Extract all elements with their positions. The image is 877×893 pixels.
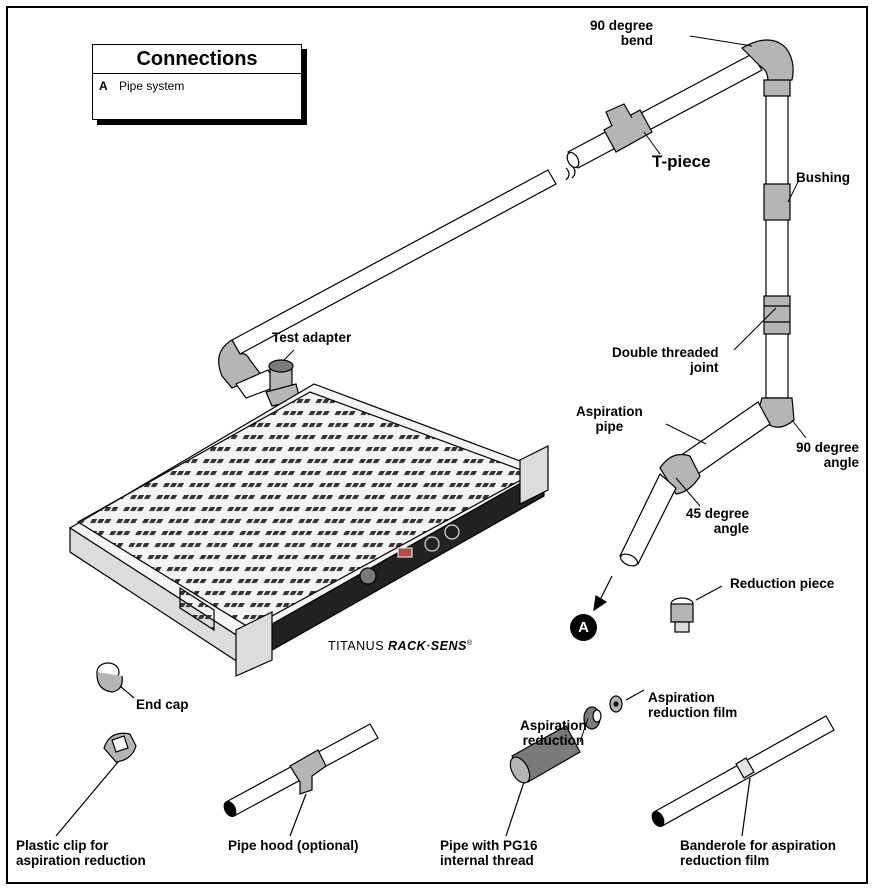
legend-box: Connections A Pipe system <box>92 44 302 120</box>
aspiration-reduction-film <box>609 689 645 713</box>
legend-title: Connections <box>93 45 301 74</box>
pipe-hood <box>289 749 327 795</box>
upper-pipe <box>567 53 763 169</box>
rack-ear-right <box>519 445 549 505</box>
plastic-clip <box>55 732 137 837</box>
label-plastic-clip: Plastic clip for aspiration reduction <box>16 838 146 868</box>
legend-key: A <box>99 79 108 93</box>
label-aspiration-reduction-film: Aspiration reduction film <box>648 690 738 720</box>
legend-label: Pipe system <box>119 79 185 93</box>
vertical-pipe <box>765 81 789 399</box>
test-adapter <box>265 359 301 407</box>
label-90-degree-angle: 90 degree angle <box>796 440 860 470</box>
brand-prefix: TITANUS <box>328 639 389 653</box>
pipe-hood-assembly <box>223 723 379 837</box>
label-pipe-pg16: Pipe with PG16 internal thread <box>440 838 538 868</box>
banderole <box>735 757 755 779</box>
leader-lines <box>283 35 807 743</box>
bushing <box>763 183 791 221</box>
label-45-degree-angle: 45 degree angle <box>686 506 750 536</box>
aspiration-reduction <box>583 706 602 730</box>
pipe-pg16 <box>505 725 581 837</box>
long-pipe <box>231 169 557 355</box>
label-banderole: Banderole for aspiration reduction film <box>680 838 837 868</box>
bend-90-top <box>741 39 794 83</box>
pipe-system <box>218 39 795 612</box>
brand-reg: ® <box>466 639 473 647</box>
rack-sens-device <box>68 383 549 677</box>
label-aspiration-reduction: Aspiration reduction <box>520 718 587 748</box>
brand-name: RACK·SENS <box>388 639 467 653</box>
label-reduction-piece: Reduction piece <box>730 576 835 591</box>
label-bushing: Bushing <box>796 170 850 185</box>
down-pipe <box>619 473 677 565</box>
diagram-frame <box>6 6 868 884</box>
rack-ear-left <box>235 611 273 677</box>
reduction-piece <box>670 585 723 633</box>
double-threaded-joint <box>763 295 791 335</box>
label-t-piece: T-piece <box>652 152 711 171</box>
legend-item-a: A Pipe system <box>93 74 301 93</box>
end-cap <box>96 662 135 699</box>
label-pipe-hood: Pipe hood (optional) <box>228 838 359 853</box>
device-brand: TITANUS RACK·SENS® <box>328 639 473 653</box>
label-90-degree-bend: 90 degree bend <box>590 18 654 48</box>
label-test-adapter: Test adapter <box>272 330 352 345</box>
label-double-threaded-joint: Double threaded joint <box>612 345 719 375</box>
label-aspiration-pipe: Aspiration pipe <box>576 404 643 434</box>
connection-marker-a: A <box>570 614 597 641</box>
label-end-cap: End cap <box>136 697 189 712</box>
banderole-pipe <box>651 715 835 837</box>
